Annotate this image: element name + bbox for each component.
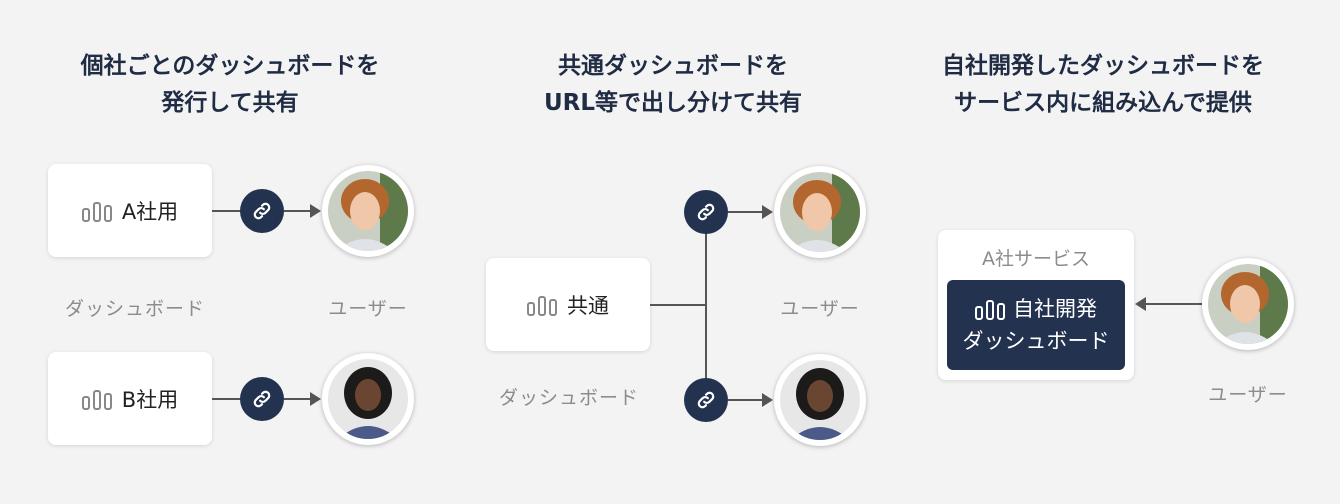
bar-chart-icon <box>975 298 1005 320</box>
title-common-line2: URL等で出し分けて共有 <box>543 90 803 116</box>
user-avatar <box>322 353 414 445</box>
user-caption: ユーザー <box>780 298 860 320</box>
embedded-line2: ダッシュボード <box>962 329 1110 353</box>
connector <box>728 399 762 401</box>
title-embedded-line2: サービス内に組み込んで提供 <box>954 90 1252 116</box>
user-caption: ユーザー <box>1208 384 1288 406</box>
dashboard-b-label: B社用 <box>121 387 179 412</box>
bar-chart-icon <box>527 294 557 316</box>
bar-chart-icon <box>81 200 112 222</box>
link-icon <box>684 190 728 234</box>
dashboard-a-label: A社用 <box>121 199 179 224</box>
arrow-right-icon <box>762 205 773 219</box>
user-avatar <box>774 166 866 258</box>
connector <box>1146 303 1202 305</box>
arrow-right-icon <box>762 393 773 407</box>
link-icon <box>240 377 284 421</box>
dashboard-card-common: 共通 <box>486 258 650 351</box>
user-avatar <box>774 354 866 446</box>
dashboard-card-a: A社用 <box>48 164 212 257</box>
service-label: A社サービス <box>982 248 1090 270</box>
user-caption: ユーザー <box>328 298 408 320</box>
connector <box>284 398 310 400</box>
user-avatar <box>322 165 414 257</box>
title-embedded: 自社開発したダッシュボードを サービス内に組み込んで提供 <box>893 48 1313 122</box>
dashboard-common-label: 共通 <box>567 293 609 318</box>
service-container: A社サービス 自社開発 ダッシュボード <box>938 230 1134 380</box>
arrow-right-icon <box>310 204 321 218</box>
title-individual-line1: 個社ごとのダッシュボードを <box>80 53 380 79</box>
connector <box>728 211 762 213</box>
embedded-dashboard-card: 自社開発 ダッシュボード <box>947 280 1125 370</box>
embedded-line1-row: 自社開発 <box>975 293 1097 325</box>
bar-chart-icon <box>81 388 112 410</box>
title-individual-line2: 発行して共有 <box>161 90 299 116</box>
user-avatar <box>1202 258 1294 350</box>
title-common-line1: 共通ダッシュボードを <box>558 53 788 79</box>
arrow-right-icon <box>310 392 321 406</box>
title-embedded-line1: 自社開発したダッシュボードを <box>942 53 1264 79</box>
link-icon <box>684 378 728 422</box>
connector <box>284 210 310 212</box>
connector <box>705 212 707 400</box>
connector <box>212 210 242 212</box>
connector <box>212 398 242 400</box>
title-common: 共通ダッシュボードを URL等で出し分けて共有 <box>463 48 883 122</box>
arrow-left-icon <box>1135 297 1146 311</box>
title-individual: 個社ごとのダッシュボードを 発行して共有 <box>20 48 440 122</box>
dashboard-caption: ダッシュボード <box>498 387 639 409</box>
embedded-line1: 自社開発 <box>1013 297 1097 321</box>
connector <box>650 304 706 306</box>
link-icon <box>240 189 284 233</box>
dashboard-caption: ダッシュボード <box>64 298 205 320</box>
dashboard-card-b: B社用 <box>48 352 212 445</box>
